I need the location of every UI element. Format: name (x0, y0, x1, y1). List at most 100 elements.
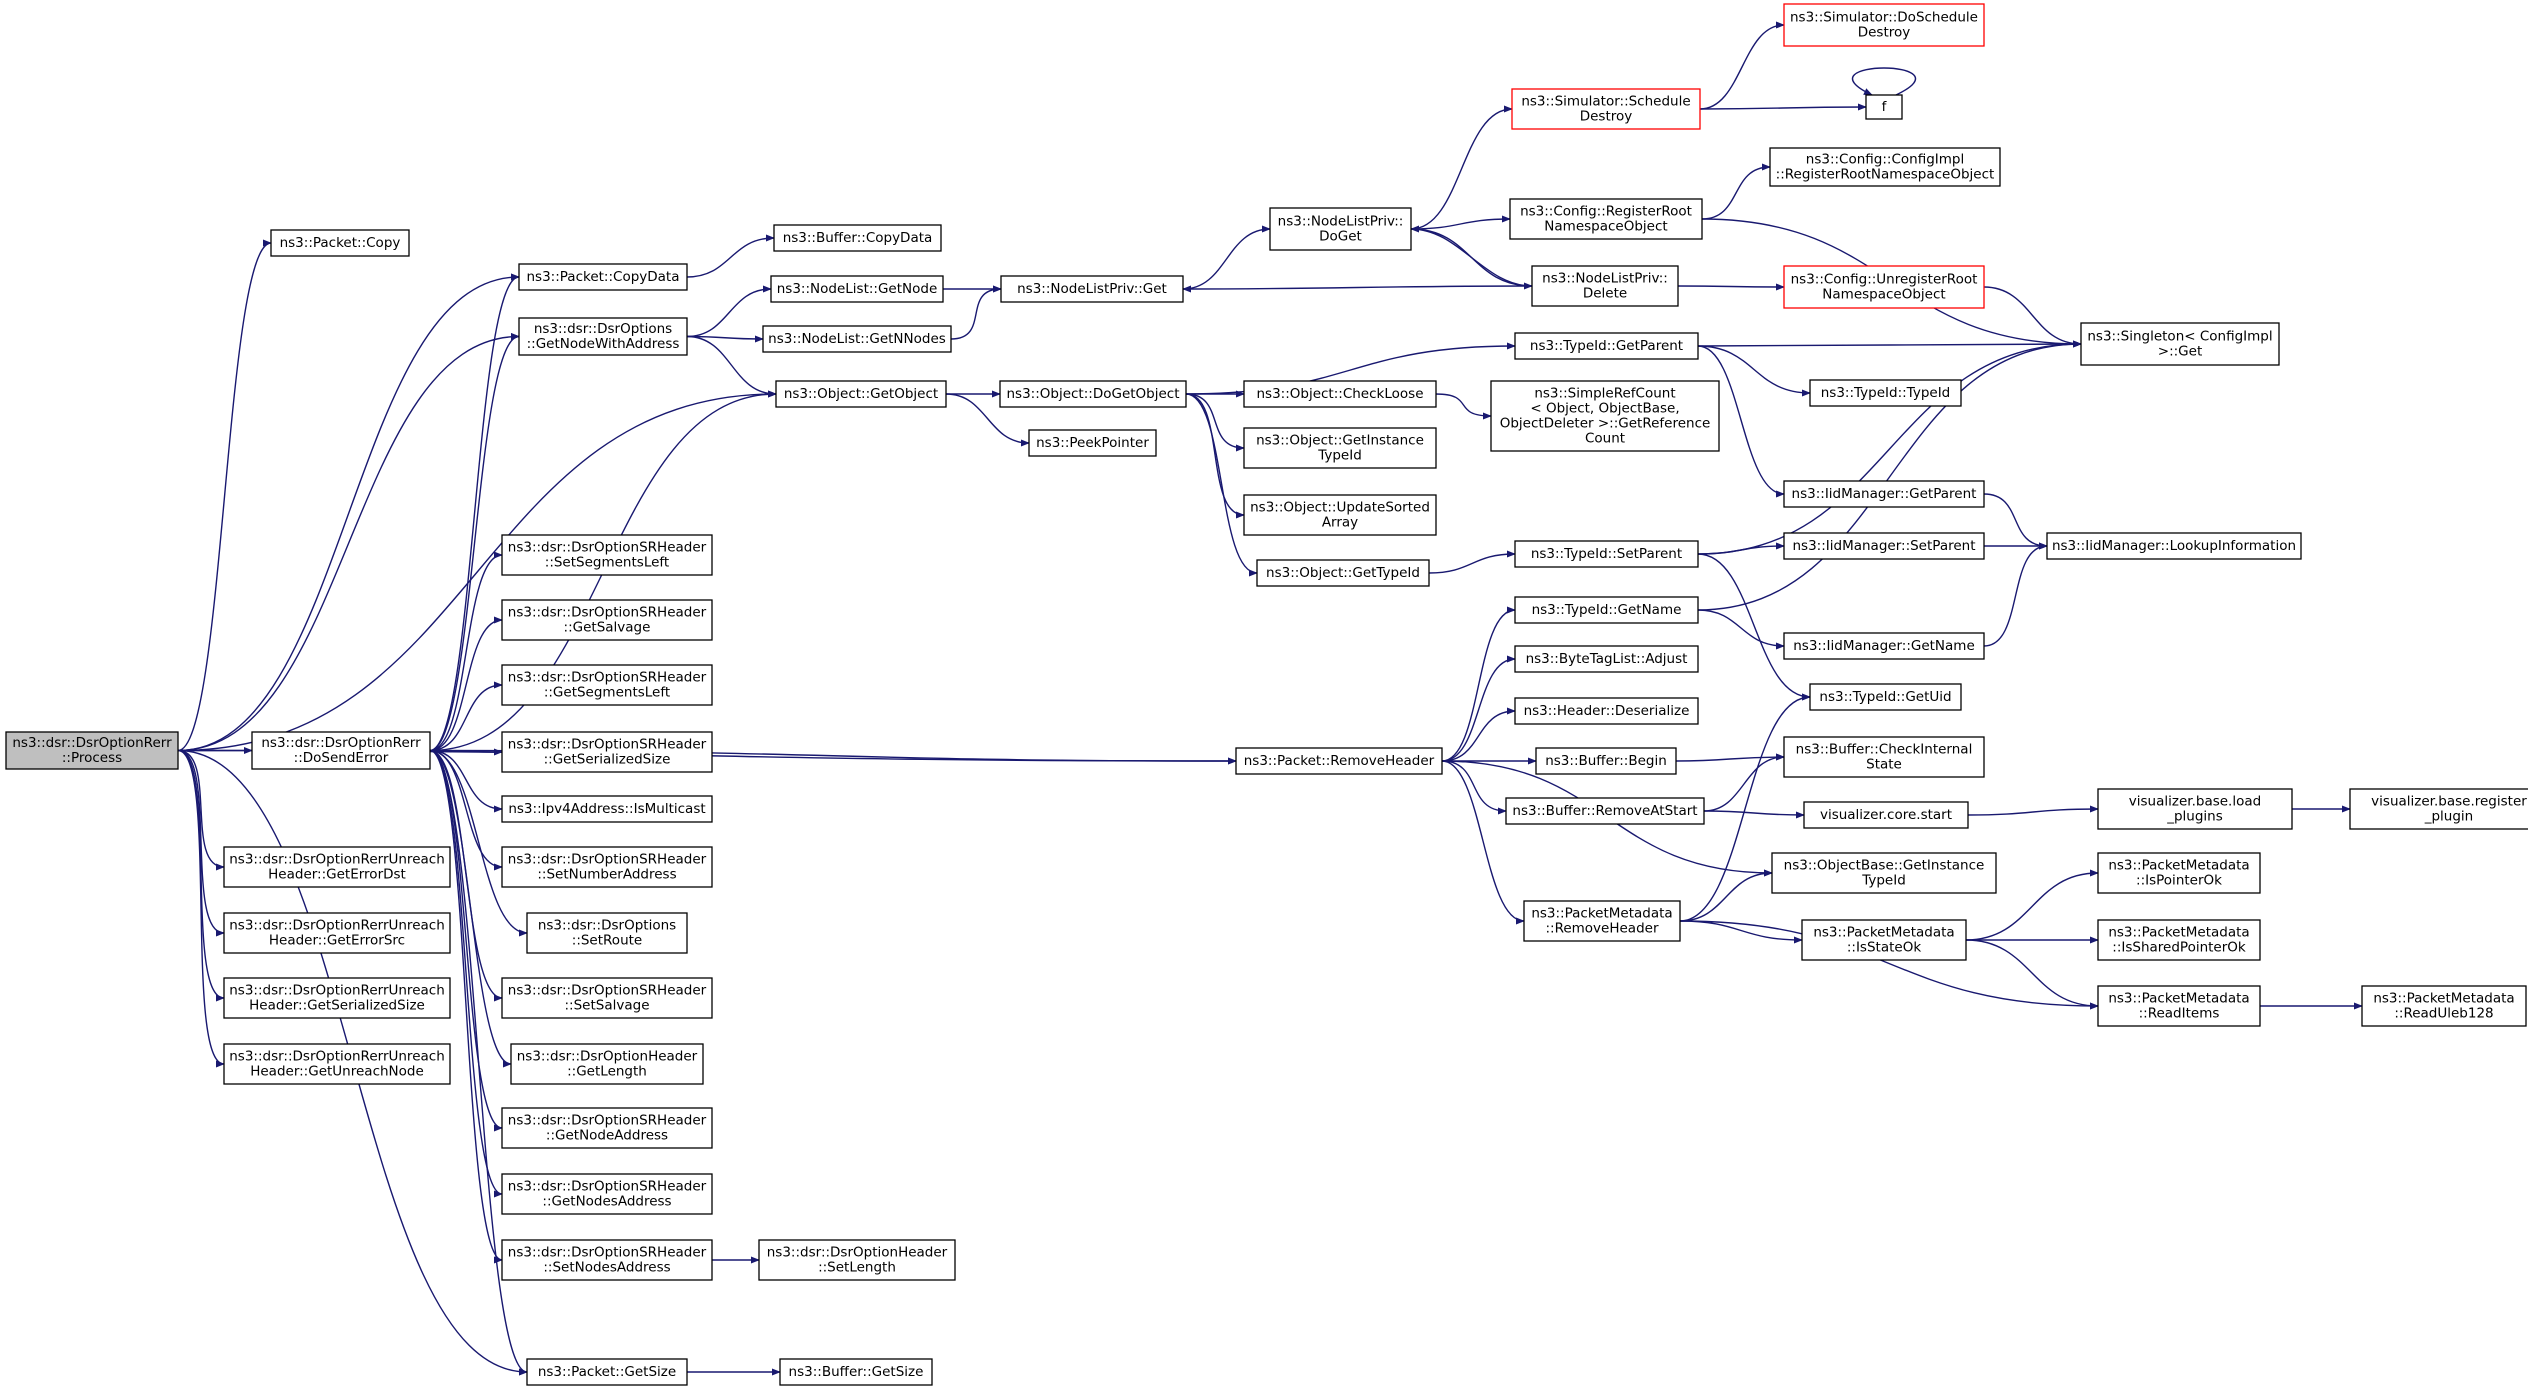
node-viz-core-start[interactable]: visualizer.core.start (1803, 801, 1969, 829)
node-typeid-getname[interactable]: ns3::TypeId::GetName (1514, 596, 1699, 624)
node-bytetaglist-adjust[interactable]: ns3::ByteTagList::Adjust (1514, 645, 1699, 673)
node-sr-setsalvage[interactable]: ns3::dsr::DsrOptionSRHeader::SetSalvage (501, 977, 713, 1019)
node-packet-copydata[interactable]: ns3::Packet::CopyData (518, 263, 688, 291)
node-nodelistpriv-delete[interactable]: ns3::NodeListPriv::Delete (1531, 265, 1679, 307)
node-buffer-begin[interactable]: ns3::Buffer::Begin (1535, 747, 1677, 775)
node-f[interactable]: f (1865, 94, 1903, 120)
node-label: ns3::Buffer::RemoveAtStart (1512, 803, 1697, 819)
node-typeid-getparent[interactable]: ns3::TypeId::GetParent (1514, 332, 1699, 360)
node-config-unregister[interactable]: ns3::Config::UnregisterRootNamespaceObje… (1783, 265, 1985, 309)
node-label: ns3::Packet::GetSize (538, 1364, 676, 1380)
node-root[interactable]: ns3::dsr::DsrOptionRerr::Process (5, 731, 179, 770)
node-label: ns3::IidManager::GetName (1793, 638, 1975, 654)
node-peekpointer[interactable]: ns3::PeekPointer (1028, 429, 1157, 457)
node-object-dogetobject[interactable]: ns3::Object::DoGetObject (999, 380, 1187, 408)
node-label: ns3::dsr::DsrOptionRerrUnreach (229, 1049, 445, 1065)
edge-rerr-dosenderror-to-ipv4-ismulticast (429, 749, 503, 813)
node-sr-getserializedsize[interactable]: ns3::dsr::DsrOptionSRHeader::GetSerializ… (501, 731, 713, 773)
node-object-checkloose[interactable]: ns3::Object::CheckLoose (1243, 380, 1437, 408)
node-header-deserialize[interactable]: ns3::Header::Deserialize (1514, 697, 1699, 725)
node-nodelistpriv-get[interactable]: ns3::NodeListPriv::Get (1000, 275, 1184, 303)
node-configimpl-register[interactable]: ns3::Config::ConfigImpl::RegisterRootNam… (1769, 147, 2001, 187)
node-box (1243, 380, 1437, 408)
node-nodelist-getnode[interactable]: ns3::NodeList::GetNode (770, 275, 944, 303)
node-label: ::GetNodesAddress (542, 1194, 671, 1210)
node-unreach-getunreachnode[interactable]: ns3::dsr::DsrOptionRerrUnreachHeader::Ge… (223, 1043, 451, 1085)
node-box (1490, 380, 1720, 452)
node-viz-base-load[interactable]: visualizer.base.load_plugins (2097, 788, 2293, 830)
edge-buffer-begin-to-buffer-checkinternal (1675, 753, 1785, 762)
node-label: ns3::dsr::DsrOptionSRHeader (508, 983, 707, 999)
node-pm-issharedpointerok[interactable]: ns3::PacketMetadata::IsSharedPointerOk (2097, 919, 2261, 961)
node-header-setlength[interactable]: ns3::dsr::DsrOptionHeader::SetLength (758, 1239, 956, 1281)
node-iidmanager-lookup[interactable]: ns3::IidManager::LookupInformation (2046, 532, 2302, 560)
node-nodelist-getnnodes[interactable]: ns3::NodeList::GetNNodes (762, 325, 952, 353)
node-viz-base-register[interactable]: visualizer.base.register_plugin (2349, 788, 2528, 830)
node-pm-isstateok[interactable]: ns3::PacketMetadata::IsStateOk (1801, 919, 1967, 961)
node-pm-removeheader[interactable]: ns3::PacketMetadata::RemoveHeader (1523, 900, 1681, 942)
node-packet-getsize[interactable]: ns3::Packet::GetSize (526, 1358, 688, 1386)
node-box (1783, 632, 1985, 660)
node-label: >::Get (2158, 344, 2202, 360)
node-label: ns3::NodeListPriv:: (1542, 271, 1668, 287)
node-box (1514, 332, 1699, 360)
node-packet-copy[interactable]: ns3::Packet::Copy (270, 229, 410, 257)
node-options-setroute[interactable]: ns3::dsr::DsrOptions::SetRoute (526, 912, 688, 954)
node-singleton-get[interactable]: ns3::Singleton< ConfigImpl>::Get (2080, 322, 2280, 366)
node-label: f (1882, 99, 1888, 115)
node-rerr-dosenderror[interactable]: ns3::dsr::DsrOptionRerr::DoSendError (251, 731, 431, 770)
node-sr-setnumberaddress[interactable]: ns3::dsr::DsrOptionSRHeader::SetNumberAd… (501, 846, 713, 888)
node-unreach-geterrordst[interactable]: ns3::dsr::DsrOptionRerrUnreachHeader::Ge… (223, 846, 451, 888)
edge-pm-isstateok-to-pm-ispointerok (1965, 869, 2099, 941)
node-box (501, 846, 713, 888)
node-sr-getnodeaddress[interactable]: ns3::dsr::DsrOptionSRHeader::GetNodeAddr… (501, 1107, 713, 1149)
node-typeid-getuid[interactable]: ns3::TypeId::GetUid (1809, 683, 1962, 711)
node-object-getobject[interactable]: ns3::Object::GetObject (775, 380, 947, 408)
node-ipv4-ismulticast[interactable]: ns3::Ipv4Address::IsMulticast (501, 795, 713, 823)
node-typeid-setparent[interactable]: ns3::TypeId::SetParent (1514, 540, 1699, 568)
node-unreach-getserializedsize[interactable]: ns3::dsr::DsrOptionRerrUnreachHeader::Ge… (223, 977, 451, 1019)
node-box (510, 1043, 704, 1085)
node-iidmanager-getparent[interactable]: ns3::IidManager::GetParent (1783, 480, 1985, 508)
node-iidmanager-setparent[interactable]: ns3::IidManager::SetParent (1783, 532, 1985, 560)
node-label: ns3::dsr::DsrOptionRerr (261, 735, 421, 751)
node-label: visualizer.core.start (1820, 807, 1952, 823)
node-sr-setnodesaddress[interactable]: ns3::dsr::DsrOptionSRHeader::SetNodesAdd… (501, 1239, 713, 1281)
edge-iidmanager-getparent-to-iidmanager-lookup (1983, 493, 2048, 550)
node-box (2097, 919, 2261, 961)
node-pm-ispointerok[interactable]: ns3::PacketMetadata::IsPointerOk (2097, 852, 2261, 894)
node-label: Delete (1583, 286, 1627, 302)
node-sr-getsegmentsleft[interactable]: ns3::dsr::DsrOptionSRHeader::GetSegments… (501, 664, 713, 706)
node-buffer-getsize[interactable]: ns3::Buffer::GetSize (779, 1358, 933, 1386)
edge-buffer-removeatstart-to-buffer-checkinternal (1703, 753, 1785, 812)
node-sr-getsalvage[interactable]: ns3::dsr::DsrOptionSRHeader::GetSalvage (501, 599, 713, 641)
node-header-getlength[interactable]: ns3::dsr::DsrOptionHeader::GetLength (510, 1043, 704, 1085)
node-packet-removeheader[interactable]: ns3::Packet::RemoveHeader (1235, 747, 1443, 775)
node-buffer-copydata[interactable]: ns3::Buffer::CopyData (773, 224, 942, 252)
node-unreach-geterrorsrc[interactable]: ns3::dsr::DsrOptionRerrUnreachHeader::Ge… (223, 912, 451, 954)
node-config-registerroot[interactable]: ns3::Config::RegisterRootNamespaceObject (1509, 198, 1703, 240)
node-box (1865, 94, 1903, 120)
node-sr-setsegmentsleft[interactable]: ns3::dsr::DsrOptionSRHeader::SetSegments… (501, 534, 713, 576)
node-pm-readuleb128[interactable]: ns3::PacketMetadata::ReadUleb128 (2361, 985, 2527, 1027)
node-typeid-typeid[interactable]: ns3::TypeId::TypeId (1809, 379, 1962, 407)
node-box (501, 731, 713, 773)
node-getnodewithaddress[interactable]: ns3::dsr::DsrOptions::GetNodeWithAddress (518, 317, 688, 356)
node-nodelistpriv-doget[interactable]: ns3::NodeListPriv::DoGet (1269, 207, 1412, 251)
edge-packet-copydata-to-buffer-copydata (686, 234, 775, 278)
node-sr-getnodesaddress[interactable]: ns3::dsr::DsrOptionSRHeader::GetNodesAdd… (501, 1173, 713, 1215)
node-box (526, 1358, 688, 1386)
node-iidmanager-getname[interactable]: ns3::IidManager::GetName (1783, 632, 1985, 660)
node-buffer-removeatstart[interactable]: ns3::Buffer::RemoveAtStart (1505, 797, 1705, 825)
node-pm-readitems[interactable]: ns3::PacketMetadata::ReadItems (2097, 985, 2261, 1027)
node-simplerefcount[interactable]: ns3::SimpleRefCount< Object, ObjectBase,… (1490, 380, 1720, 452)
edge-config-unregister-to-singleton-get (1983, 286, 2082, 348)
node-object-gettypeid[interactable]: ns3::Object::GetTypeId (1256, 559, 1430, 587)
